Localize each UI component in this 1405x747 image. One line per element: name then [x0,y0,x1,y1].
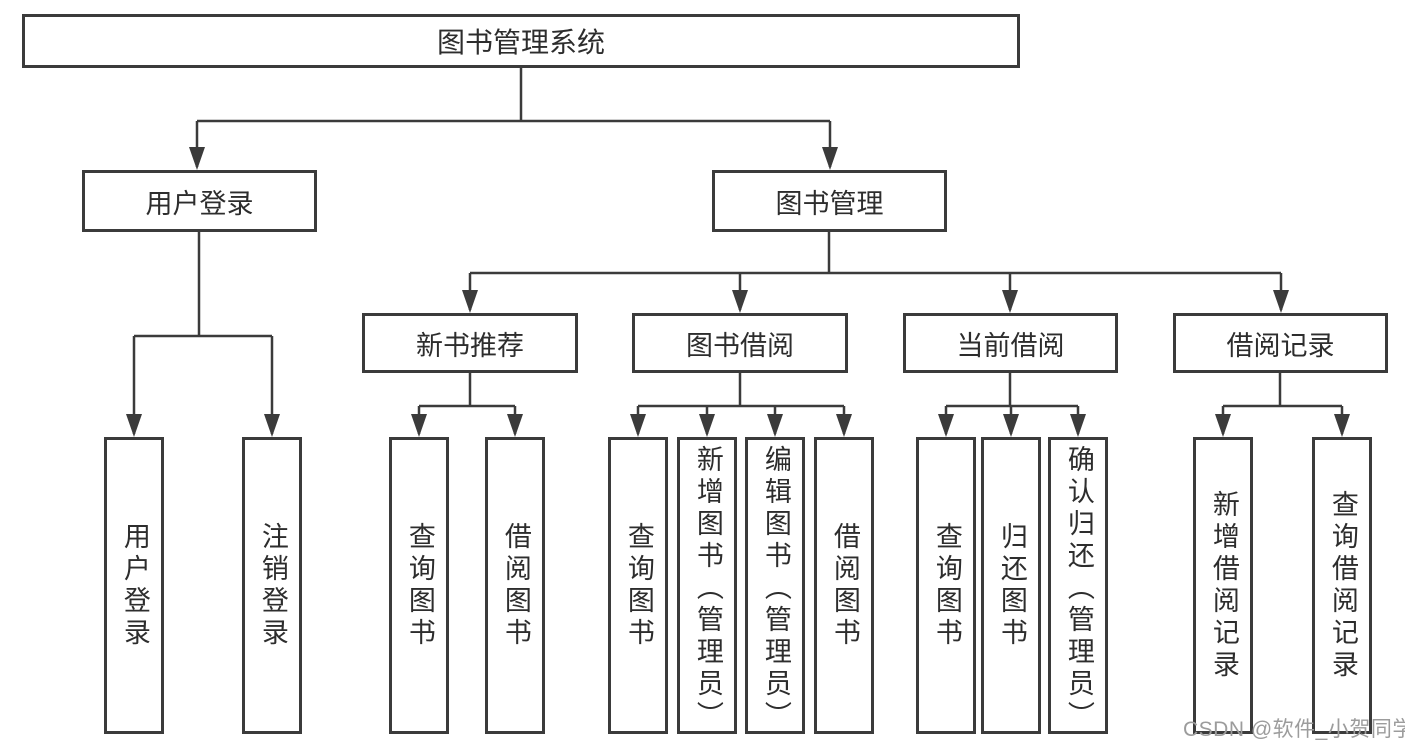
node-root: 图书管理系统 [22,14,1020,68]
leaf-query-books-3-label: 查询图书 [931,521,962,650]
leaf-query-books-1: 查询图书 [389,437,449,734]
leaf-borrow-books-2: 借阅图书 [814,437,874,734]
leaf-user-login: 用户登录 [104,437,164,734]
leaf-query-borrow-record-label: 查询借阅记录 [1327,489,1358,682]
leaf-logout: 注销登录 [242,437,302,734]
node-new-book-recommend: 新书推荐 [362,313,578,373]
leaf-borrow-books-1-label: 借阅图书 [500,521,531,650]
node-book-management-label: 图书管理 [775,188,884,219]
arrowheads [126,147,1350,437]
leaf-user-login-label: 用户登录 [119,521,150,650]
leaf-edit-books-admin: 编辑图书（管理员） [745,437,805,734]
node-root-label: 图书管理系统 [436,27,605,58]
leaf-edit-books-admin-label: 编辑图书（管理员） [760,445,791,733]
leaf-add-borrow-record: 新增借阅记录 [1193,437,1253,734]
leaf-add-borrow-record-label: 新增借阅记录 [1208,489,1239,682]
node-borrow-records: 借阅记录 [1173,313,1388,373]
leaf-query-books-3: 查询图书 [916,437,976,734]
node-book-borrow-label: 图书借阅 [686,330,794,361]
leaf-return-books-label: 归还图书 [996,521,1027,650]
node-borrow-records-label: 借阅记录 [1226,330,1335,361]
leaf-confirm-return-admin-label: 确认归还（管理员） [1063,445,1094,733]
leaf-query-books-1-label: 查询图书 [404,521,435,650]
node-current-borrow: 当前借阅 [903,313,1118,373]
node-new-book-recommend-label: 新书推荐 [416,330,524,361]
leaf-logout-label: 注销登录 [257,521,288,650]
leaf-add-books-admin-label: 新增图书（管理员） [692,445,723,733]
leaf-return-books: 归还图书 [981,437,1041,734]
leaf-query-books-2: 查询图书 [608,437,668,734]
node-book-management: 图书管理 [712,170,947,232]
leaf-confirm-return-admin: 确认归还（管理员） [1048,437,1108,734]
leaf-query-books-2-label: 查询图书 [623,521,654,650]
leaf-query-borrow-record: 查询借阅记录 [1312,437,1372,734]
node-current-borrow-label: 当前借阅 [956,330,1065,361]
leaf-add-books-admin: 新增图书（管理员） [677,437,737,734]
leaf-borrow-books-1: 借阅图书 [485,437,545,734]
node-user-login: 用户登录 [82,170,317,232]
node-book-borrow: 图书借阅 [632,313,848,373]
csdn-watermark: CSDN @软件_小贺同学 [1183,718,1405,741]
node-user-login-label: 用户登录 [145,188,254,219]
leaf-borrow-books-2-label: 借阅图书 [829,521,860,650]
